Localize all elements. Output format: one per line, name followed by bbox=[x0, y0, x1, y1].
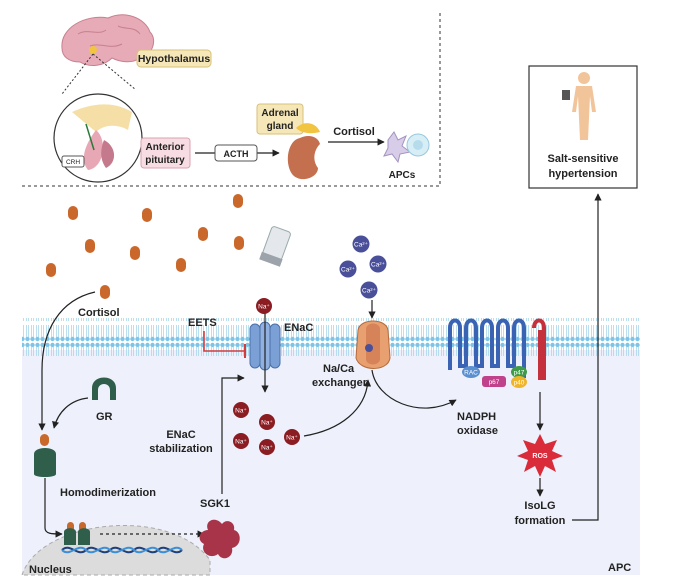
svg-text:Ca²⁺: Ca²⁺ bbox=[354, 242, 368, 249]
na-ca-exchanger-label-line2: exchanger bbox=[312, 377, 368, 389]
ca-ion: Ca²⁺ bbox=[360, 281, 378, 299]
svg-text:RAC: RAC bbox=[464, 370, 478, 377]
ca-ion: Ca²⁺ bbox=[352, 235, 370, 253]
enac-stabilization-label-line2: stabilization bbox=[149, 443, 213, 455]
gr-receptor-icon bbox=[92, 377, 116, 400]
svg-text:Ca²⁺: Ca²⁺ bbox=[341, 267, 355, 274]
na-ion: Na⁺ bbox=[233, 433, 249, 449]
svg-text:Na⁺: Na⁺ bbox=[261, 445, 273, 452]
eets-label: EETS bbox=[188, 317, 217, 329]
ros-burst-icon bbox=[517, 434, 563, 477]
nadph-oxidase-label-line2: oxidase bbox=[457, 425, 498, 437]
anterior-pituitary-label-line1: Anterior bbox=[146, 142, 185, 153]
isolg-label-line1: IsoLG bbox=[524, 500, 555, 512]
na-ion: Na⁺ bbox=[259, 439, 275, 455]
ca-to-nadph-arrow bbox=[371, 369, 457, 409]
homodimerization-label: Homodimerization bbox=[60, 487, 156, 499]
cortisol-pill bbox=[100, 285, 110, 299]
gr-label: GR bbox=[96, 411, 113, 423]
cortisol-entry-arrow bbox=[38, 291, 96, 431]
svg-text:Na⁺: Na⁺ bbox=[235, 439, 247, 446]
anterior-pituitary-label-box bbox=[140, 137, 191, 169]
cortisol-pill bbox=[142, 208, 152, 222]
salt-shaker-icon bbox=[259, 226, 291, 267]
ros-label: ROS bbox=[532, 453, 548, 460]
isolg-to-hypertension-arrow bbox=[572, 193, 602, 521]
zoom-line-left bbox=[61, 53, 94, 95]
svg-text:Ca²⁺: Ca²⁺ bbox=[362, 288, 376, 295]
enac-label: ENaC bbox=[284, 322, 313, 334]
dna-icon bbox=[61, 546, 183, 554]
isolg-label-line2: formation bbox=[515, 515, 566, 527]
cortisol-pill bbox=[68, 206, 78, 220]
cortisol-pill bbox=[176, 258, 186, 272]
pituitary-zoom-circle bbox=[53, 93, 143, 183]
acth-label: ACTH bbox=[224, 149, 249, 159]
top-dashed-frame bbox=[22, 12, 441, 187]
cortisol-top-label: Cortisol bbox=[333, 126, 375, 138]
cortisol-gr-complex bbox=[34, 434, 56, 477]
nucleus-label: Nucleus bbox=[29, 564, 72, 576]
svg-text:p40: p40 bbox=[514, 380, 525, 387]
na-ca-exchanger-label-line1: Na/Ca bbox=[323, 363, 355, 375]
adrenal-gland-label-line1: Adrenal bbox=[261, 108, 298, 119]
salt-sensitive-label-line1: Salt-sensitive bbox=[548, 153, 619, 165]
acth-label-box bbox=[214, 144, 258, 162]
anterior-pituitary-label-line2: pituitary bbox=[145, 155, 185, 166]
svg-text:Na⁺: Na⁺ bbox=[286, 435, 298, 442]
hypothalamus-label-box bbox=[136, 49, 212, 68]
svg-text:Na⁺: Na⁺ bbox=[258, 304, 270, 311]
cortisol-pill bbox=[234, 236, 244, 250]
cortisol-pill bbox=[85, 239, 95, 253]
cortisol-pill bbox=[233, 194, 243, 208]
adrenal-gland-label-line2: gland bbox=[267, 121, 294, 132]
apc-cells-icon bbox=[383, 131, 430, 164]
na-ion-group: Na⁺ Na⁺ Na⁺ Na⁺ Na⁺ Na⁺ bbox=[233, 298, 300, 455]
crh-label: CRH bbox=[66, 159, 80, 166]
apc-label: APC bbox=[608, 562, 631, 574]
salt-sensitive-label-line2: hypertension bbox=[548, 168, 617, 180]
brain-icon bbox=[61, 14, 155, 66]
apcs-label: APCs bbox=[389, 170, 416, 181]
ca-ion: Ca²⁺ bbox=[339, 260, 357, 278]
to-nucleus-arrow bbox=[44, 527, 63, 538]
svg-text:p67: p67 bbox=[489, 379, 500, 386]
sgk1-label: SGK1 bbox=[200, 498, 230, 510]
na-to-exchanger-arrow bbox=[303, 379, 372, 437]
na-ion: Na⁺ bbox=[259, 414, 275, 430]
svg-text:Na⁺: Na⁺ bbox=[261, 420, 273, 427]
cortisol-left-label: Cortisol bbox=[78, 307, 120, 319]
ca-ion: Ca²⁺ bbox=[369, 255, 387, 273]
na-ion: Na⁺ bbox=[233, 402, 249, 418]
na-ion: Na⁺ bbox=[284, 429, 300, 445]
svg-text:Na⁺: Na⁺ bbox=[235, 408, 247, 415]
crh-label-box bbox=[61, 155, 85, 168]
na-ca-exchanger bbox=[355, 320, 391, 369]
adrenal-gland-label-box bbox=[256, 103, 304, 135]
nadph-oxidase-label-line1: NADPH bbox=[457, 411, 496, 423]
cortisol-pill bbox=[46, 263, 56, 277]
person-icon bbox=[562, 72, 596, 140]
sgk1-protein-icon bbox=[199, 519, 240, 559]
nadph-oxidase-complex: RAC p67 p47 p40 bbox=[448, 318, 546, 388]
svg-text:Ca²⁺: Ca²⁺ bbox=[371, 262, 385, 269]
ca-ion-group: Ca²⁺ Ca²⁺ Ca²⁺ Ca²⁺ bbox=[339, 235, 387, 299]
svg-text:p47: p47 bbox=[514, 370, 525, 377]
eets-inhibition-line bbox=[203, 331, 245, 352]
gr-binding-arrow bbox=[52, 397, 89, 429]
cortisol-pill bbox=[130, 246, 140, 260]
cortisol-pill bbox=[198, 227, 208, 241]
na-ion: Na⁺ bbox=[256, 298, 272, 314]
hypothalamus-label: Hypothalamus bbox=[138, 53, 211, 65]
cell-membrane bbox=[22, 318, 640, 356]
adrenal-kidney-icon bbox=[287, 123, 320, 180]
zoom-line-right bbox=[92, 53, 137, 91]
cortisol-molecules bbox=[46, 194, 244, 299]
sgk1-to-enac-arrow bbox=[221, 374, 245, 494]
enac-stabilization-label-line1: ENaC bbox=[166, 429, 195, 441]
gr-dimer-icon bbox=[64, 522, 90, 545]
